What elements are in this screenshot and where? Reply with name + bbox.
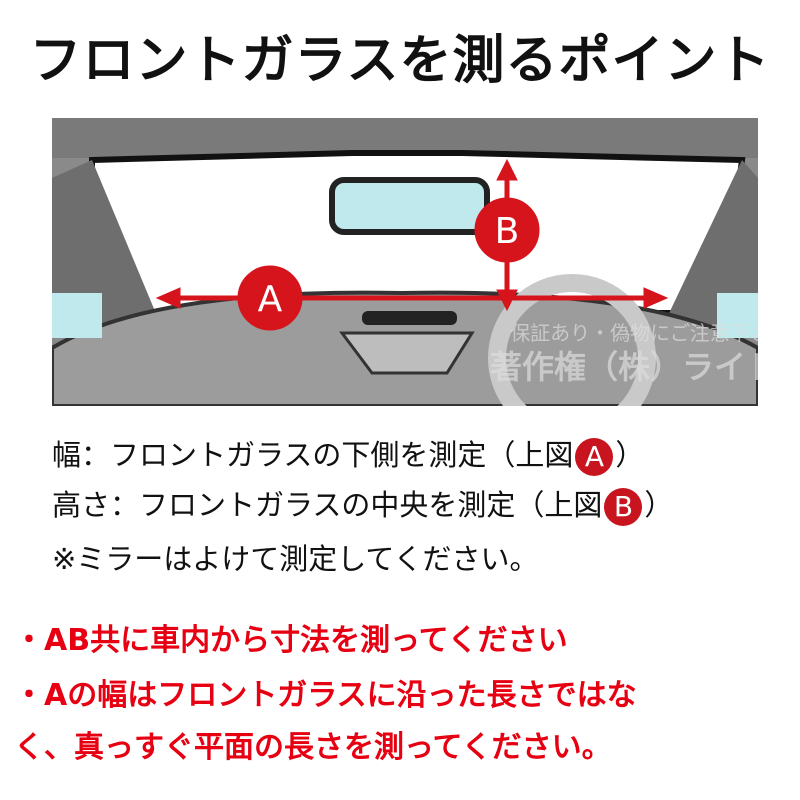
watermark: 保証あり・偽物にご注意下さい bbox=[510, 321, 758, 345]
arrow-a bbox=[155, 265, 669, 331]
rearview-mirror bbox=[329, 177, 490, 235]
mirror-note: ※ミラーはよけて測定してください。 bbox=[52, 542, 539, 576]
watermark: 著作権（株）ライドウ bbox=[490, 348, 758, 386]
badge-b: B bbox=[604, 488, 643, 526]
badge-a: A bbox=[575, 438, 614, 476]
label-b: B bbox=[495, 211, 520, 252]
page-title: フロントガラスを測るポイント bbox=[29, 31, 771, 91]
arrow-b bbox=[474, 158, 540, 312]
steering-wheel bbox=[488, 274, 656, 406]
note-straight-1: ・Aの幅はフロントガラスに沿った長さではな bbox=[14, 678, 637, 713]
note-inside: ・AB共に車内から寸法を測ってください bbox=[14, 623, 568, 658]
label-a: A bbox=[258, 279, 283, 320]
windshield-diagram: A B 保証あり・偽物にご注意下さい 著作権（株）ライドウ bbox=[52, 118, 758, 406]
note-straight-2: く、真っすぐ平面の長さを測ってください。 bbox=[14, 730, 612, 765]
